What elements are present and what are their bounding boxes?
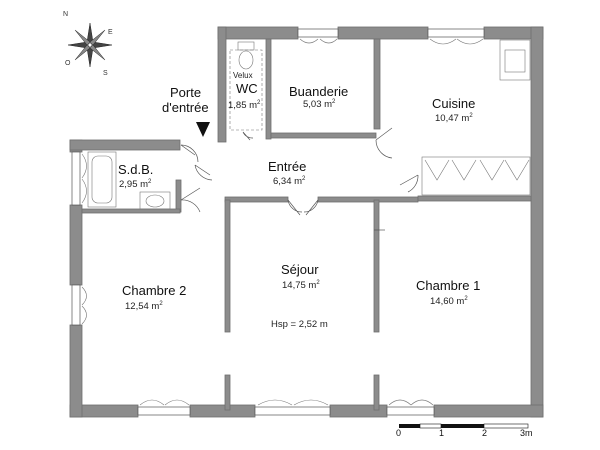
wc-area-text: 1,85 m2 bbox=[228, 100, 261, 111]
compass-e-label: E bbox=[108, 29, 113, 36]
chambre1-area: 14,60 m bbox=[430, 296, 464, 307]
entree-area: 6,34 m bbox=[273, 176, 302, 187]
buanderie-area: 5,03 m bbox=[303, 99, 332, 110]
sejour-name: Séjour bbox=[281, 262, 319, 277]
chambre1-area-text: 14,60 m2 bbox=[430, 296, 468, 307]
wc-name: WC bbox=[236, 81, 258, 96]
wc-area-exp: 2 bbox=[257, 100, 261, 106]
bathroom-fixtures bbox=[87, 151, 171, 210]
buanderie-area-exp: 2 bbox=[332, 99, 336, 105]
kitchen-cabinets bbox=[421, 39, 531, 196]
sejour-area-text: 14,75 m2 bbox=[282, 280, 320, 291]
walls bbox=[69, 26, 544, 418]
wc-fixtures bbox=[229, 41, 263, 131]
compass-n-label: N bbox=[63, 11, 68, 18]
chambre2-area-exp: 2 bbox=[159, 301, 163, 307]
windows bbox=[71, 28, 485, 416]
entree-name: Entrée bbox=[268, 159, 306, 174]
scale-bar: 0 1 2 3m bbox=[396, 423, 533, 438]
wc-velux-note: Velux bbox=[233, 71, 253, 80]
chambre1-area-exp: 2 bbox=[464, 296, 468, 302]
entrance-arrow-icon bbox=[196, 122, 210, 137]
cuisine-area-exp: 2 bbox=[469, 113, 473, 119]
sejour-area-exp: 2 bbox=[316, 280, 320, 286]
sejour-ceiling-height: Hsp = 2,52 m bbox=[271, 319, 328, 330]
cuisine-area: 10,47 m bbox=[435, 113, 469, 124]
scale-tick-2: 2 bbox=[482, 428, 487, 438]
chambre1-name: Chambre 1 bbox=[416, 278, 480, 293]
cuisine-name: Cuisine bbox=[432, 96, 475, 111]
sdb-area-exp: 2 bbox=[148, 179, 152, 185]
sdb-area: 2,95 m bbox=[119, 179, 148, 190]
doors bbox=[180, 127, 419, 231]
chambre2-name: Chambre 2 bbox=[122, 283, 186, 298]
entree-area-exp: 2 bbox=[302, 176, 306, 182]
scale-tick-1: 1 bbox=[439, 428, 444, 438]
sdb-area-text: 2,95 m2 bbox=[119, 179, 152, 190]
cuisine-area-text: 10,47 m2 bbox=[435, 113, 473, 124]
buanderie-name: Buanderie bbox=[289, 84, 348, 99]
sejour-area: 14,75 m bbox=[282, 280, 316, 291]
compass-rose-icon: N E S O bbox=[63, 11, 113, 77]
chambre2-area: 12,54 m bbox=[125, 301, 159, 312]
entrance-label-line2: d'entrée bbox=[162, 100, 209, 115]
sdb-name: S.d.B. bbox=[118, 162, 153, 177]
wc-area: 1,85 m bbox=[228, 100, 257, 111]
chambre2-area-text: 12,54 m2 bbox=[125, 301, 163, 312]
compass-s-label: S bbox=[103, 70, 108, 77]
scale-tick-3: 3m bbox=[520, 428, 533, 438]
entrance-label-line1: Porte bbox=[170, 85, 201, 100]
buanderie-area-text: 5,03 m2 bbox=[303, 99, 336, 110]
compass-o-label: O bbox=[65, 60, 71, 67]
scale-tick-0: 0 bbox=[396, 428, 401, 438]
entree-area-text: 6,34 m2 bbox=[273, 176, 306, 187]
window-sashes bbox=[81, 38, 484, 406]
